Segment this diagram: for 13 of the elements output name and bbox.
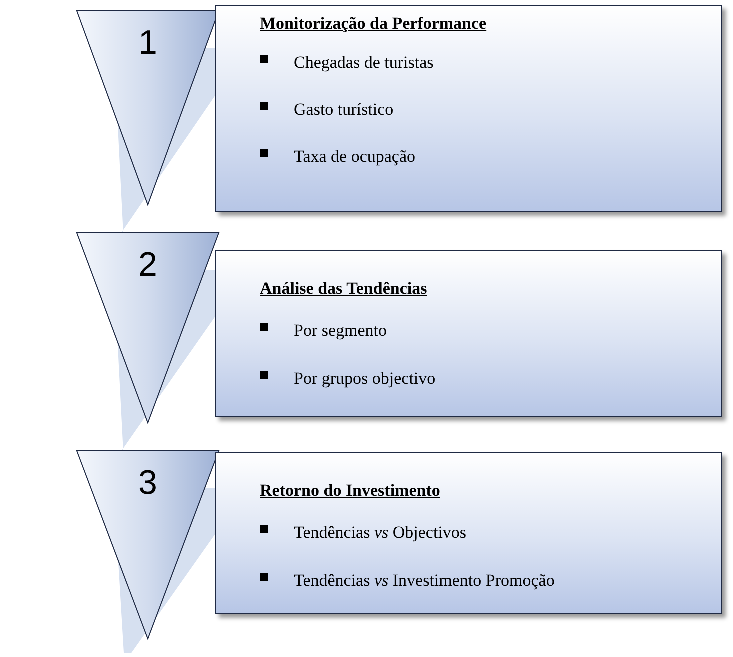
list-item: Tendências vs Objectivos bbox=[294, 523, 467, 543]
list-item: Por grupos objectivo bbox=[294, 369, 436, 389]
step-number: 2 bbox=[138, 246, 158, 285]
list-item: Tendências vs Investimento Promoção bbox=[294, 571, 555, 591]
step-number: 1 bbox=[138, 24, 158, 63]
list-item: Chegadas de turistas bbox=[294, 53, 434, 73]
list-item: Taxa de ocupação bbox=[294, 147, 416, 167]
section-heading: Análise das Tendências bbox=[260, 279, 428, 299]
list-item: Gasto turístico bbox=[294, 100, 394, 120]
list-item: Por segmento bbox=[294, 321, 388, 341]
section-heading: Retorno do Investimento bbox=[260, 481, 440, 501]
step-number: 3 bbox=[138, 464, 158, 503]
section-heading: Monitorização da Performance bbox=[260, 14, 487, 34]
